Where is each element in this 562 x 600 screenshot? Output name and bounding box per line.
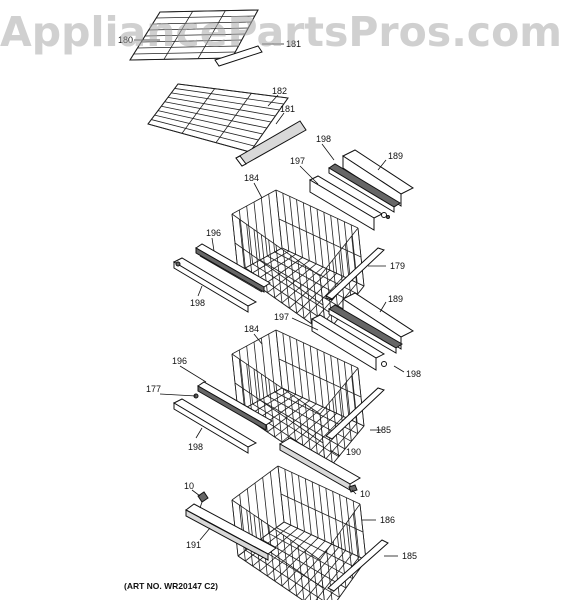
- slide-assembly-mid-right: [310, 292, 415, 371]
- callout-180: 180: [118, 35, 133, 45]
- basket-front-179: [325, 247, 385, 301]
- callout-196-mid: 196: [172, 356, 187, 366]
- leader-lines: [134, 39, 405, 557]
- callout-177: 177: [146, 384, 161, 394]
- art-number: (ART NO. WR20147 C2): [124, 581, 218, 591]
- callout-189-mid: 189: [388, 294, 403, 304]
- slide-assembly-top-right: [308, 149, 415, 231]
- cover-190: [279, 437, 361, 491]
- callout-197-mid: 197: [274, 312, 289, 322]
- top-wire-shelf: [129, 9, 263, 67]
- callout-198-top: 198: [316, 134, 331, 144]
- wire-shelf-182: [147, 83, 307, 167]
- callout-179: 179: [390, 261, 405, 271]
- callout-197-top: 197: [290, 156, 305, 166]
- callout-198-left-mid: 198: [188, 442, 203, 452]
- callout-labels: 180 181 182 181 198 189 197 184 196 179 …: [118, 35, 421, 591]
- rail-assembly-left-top: [172, 243, 271, 313]
- callout-196-top: 196: [206, 228, 221, 238]
- callout-186: 186: [380, 515, 395, 525]
- callout-182: 182: [272, 86, 287, 96]
- callout-181: 181: [280, 104, 295, 114]
- basket-front-185-bottom: [327, 539, 389, 592]
- callout-190: 190: [346, 447, 361, 457]
- callout-10-left: 10: [184, 481, 194, 491]
- rail-assembly-left-mid: [172, 381, 273, 454]
- callout-198-right-mid: 198: [406, 369, 421, 379]
- basket-front-185-mid: [325, 387, 385, 440]
- callout-191: 191: [186, 540, 201, 550]
- callout-185-mid: 185: [376, 425, 391, 435]
- callout-10-right: 10: [360, 489, 370, 499]
- callout-181-top: 181: [286, 39, 301, 49]
- rail-191: [185, 484, 358, 561]
- callout-185-bottom: 185: [402, 551, 417, 561]
- callout-189-top: 189: [388, 151, 403, 161]
- callout-184-mid: 184: [244, 324, 259, 334]
- callout-198-left-top: 198: [190, 298, 205, 308]
- callout-184-top: 184: [244, 173, 259, 183]
- wire-basket-186: [231, 465, 367, 600]
